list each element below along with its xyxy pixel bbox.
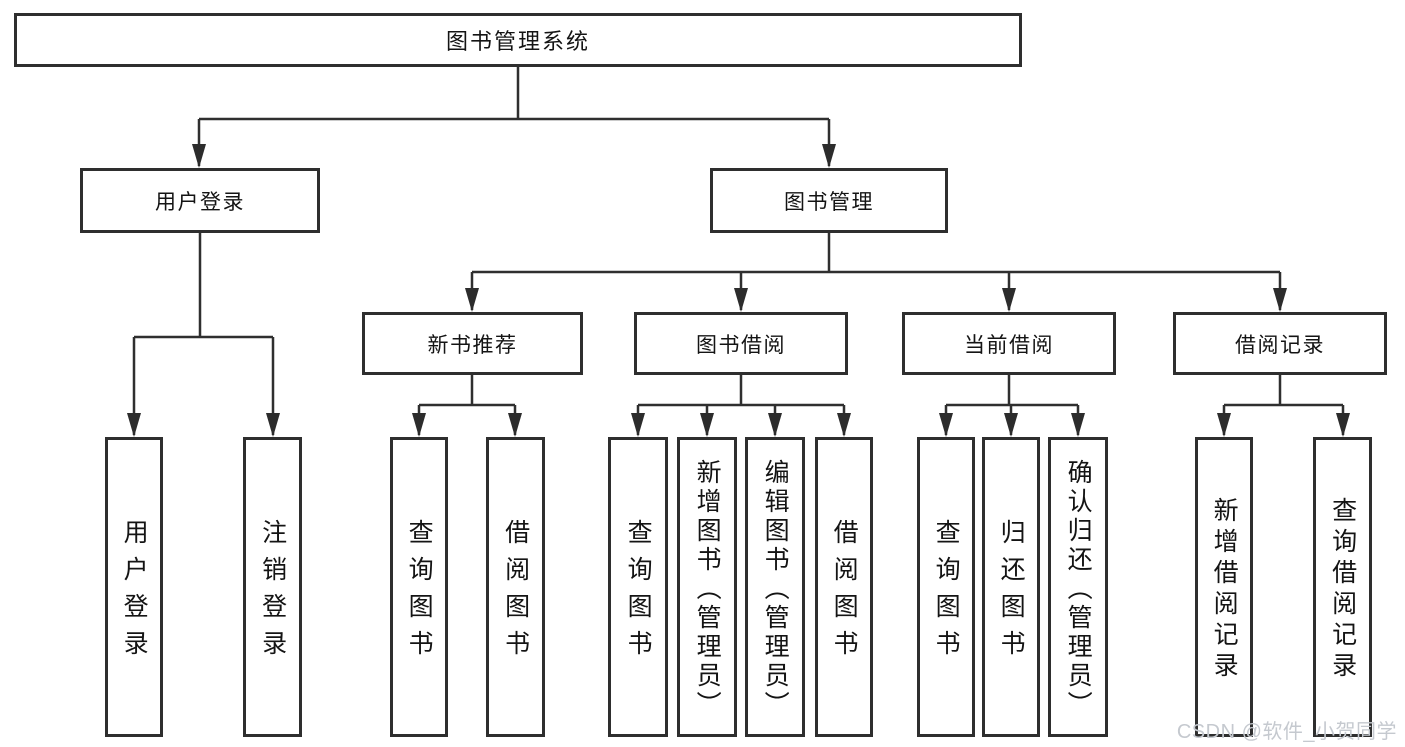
leaf-label: 借阅图书 [501, 519, 530, 667]
leaf-edit-book-admin: 编辑图书（管理员） [745, 437, 805, 737]
watermark: CSDN @软件_小贺同学 [1176, 721, 1397, 743]
leaf-query-books-borrowing: 查询图书 [608, 437, 668, 737]
leaf-label: 注销登录 [258, 519, 287, 667]
leaf-label: 借阅图书 [830, 519, 859, 667]
leaf-label: 新增图书（管理员） [693, 458, 722, 720]
node-user-login: 用户登录 [80, 168, 320, 233]
leaf-label: 新增借阅记录 [1210, 497, 1239, 683]
leaf-borrow-books-borrowing: 借阅图书 [815, 437, 873, 737]
leaf-label: 确认归还（管理员） [1064, 458, 1093, 720]
leaf-label: 归还图书 [997, 519, 1026, 667]
leaf-label: 查询图书 [624, 519, 653, 667]
node-borrow-records: 借阅记录 [1173, 312, 1387, 375]
leaf-confirm-return-admin: 确认归还（管理员） [1048, 437, 1108, 737]
leaf-label: 编辑图书（管理员） [761, 458, 790, 720]
leaf-label: 查询借阅记录 [1328, 497, 1357, 683]
node-root: 图书管理系统 [14, 13, 1022, 67]
node-book-management: 图书管理 [710, 168, 948, 233]
leaf-query-borrow-record: 查询借阅记录 [1313, 437, 1372, 737]
leaf-user-login: 用户登录 [105, 437, 163, 737]
node-current-borrowing: 当前借阅 [902, 312, 1116, 375]
node-new-book-recommend: 新书推荐 [362, 312, 583, 375]
leaf-borrow-books-recommend: 借阅图书 [486, 437, 545, 737]
leaf-return-book: 归还图书 [982, 437, 1040, 737]
leaf-query-books-current: 查询图书 [917, 437, 975, 737]
leaf-label: 用户登录 [120, 519, 149, 667]
leaf-logout: 注销登录 [243, 437, 302, 737]
leaf-label: 查询图书 [405, 519, 434, 667]
leaf-query-books-recommend: 查询图书 [390, 437, 448, 737]
leaf-add-book-admin: 新增图书（管理员） [677, 437, 737, 737]
leaf-add-borrow-record: 新增借阅记录 [1195, 437, 1253, 737]
node-book-borrowing: 图书借阅 [634, 312, 848, 375]
leaf-label: 查询图书 [932, 519, 961, 667]
